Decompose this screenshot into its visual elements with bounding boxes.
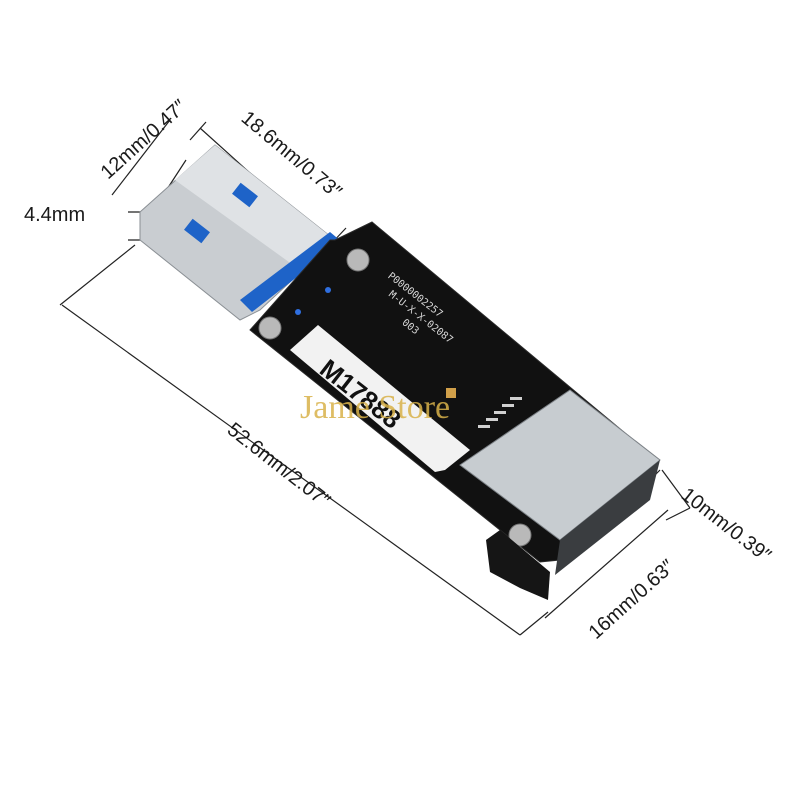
mounting-hole <box>508 523 532 547</box>
mounting-hole <box>346 248 370 272</box>
total-length-label: 52.6mm/2.07″ <box>223 419 334 513</box>
usb-contact-icon <box>232 182 258 208</box>
plug-width-label: 12mm/0.47″ <box>97 96 191 184</box>
usb-blue-band <box>240 232 342 312</box>
connector-pins <box>478 397 522 428</box>
mounting-hole <box>258 316 282 340</box>
usb-card-reader: 003 M-U-X-X-02087 P0000002257 M17888 <box>139 144 661 600</box>
slot-width-label: 16mm/0.63″ <box>585 556 679 644</box>
thickness-label: 4.4mm <box>24 204 85 226</box>
via-dot <box>325 287 331 293</box>
board-label-sticker <box>290 325 470 472</box>
test-pad <box>446 388 456 398</box>
slot-base <box>486 530 550 600</box>
via-dot <box>295 309 301 315</box>
usb-contact-icon <box>184 218 210 244</box>
slot-height-label: 10mm/0.39″ <box>677 484 775 567</box>
store-watermark: Jame Store <box>300 389 450 426</box>
usb-plug-top <box>175 145 335 270</box>
microsd-slot-opening <box>555 460 660 575</box>
